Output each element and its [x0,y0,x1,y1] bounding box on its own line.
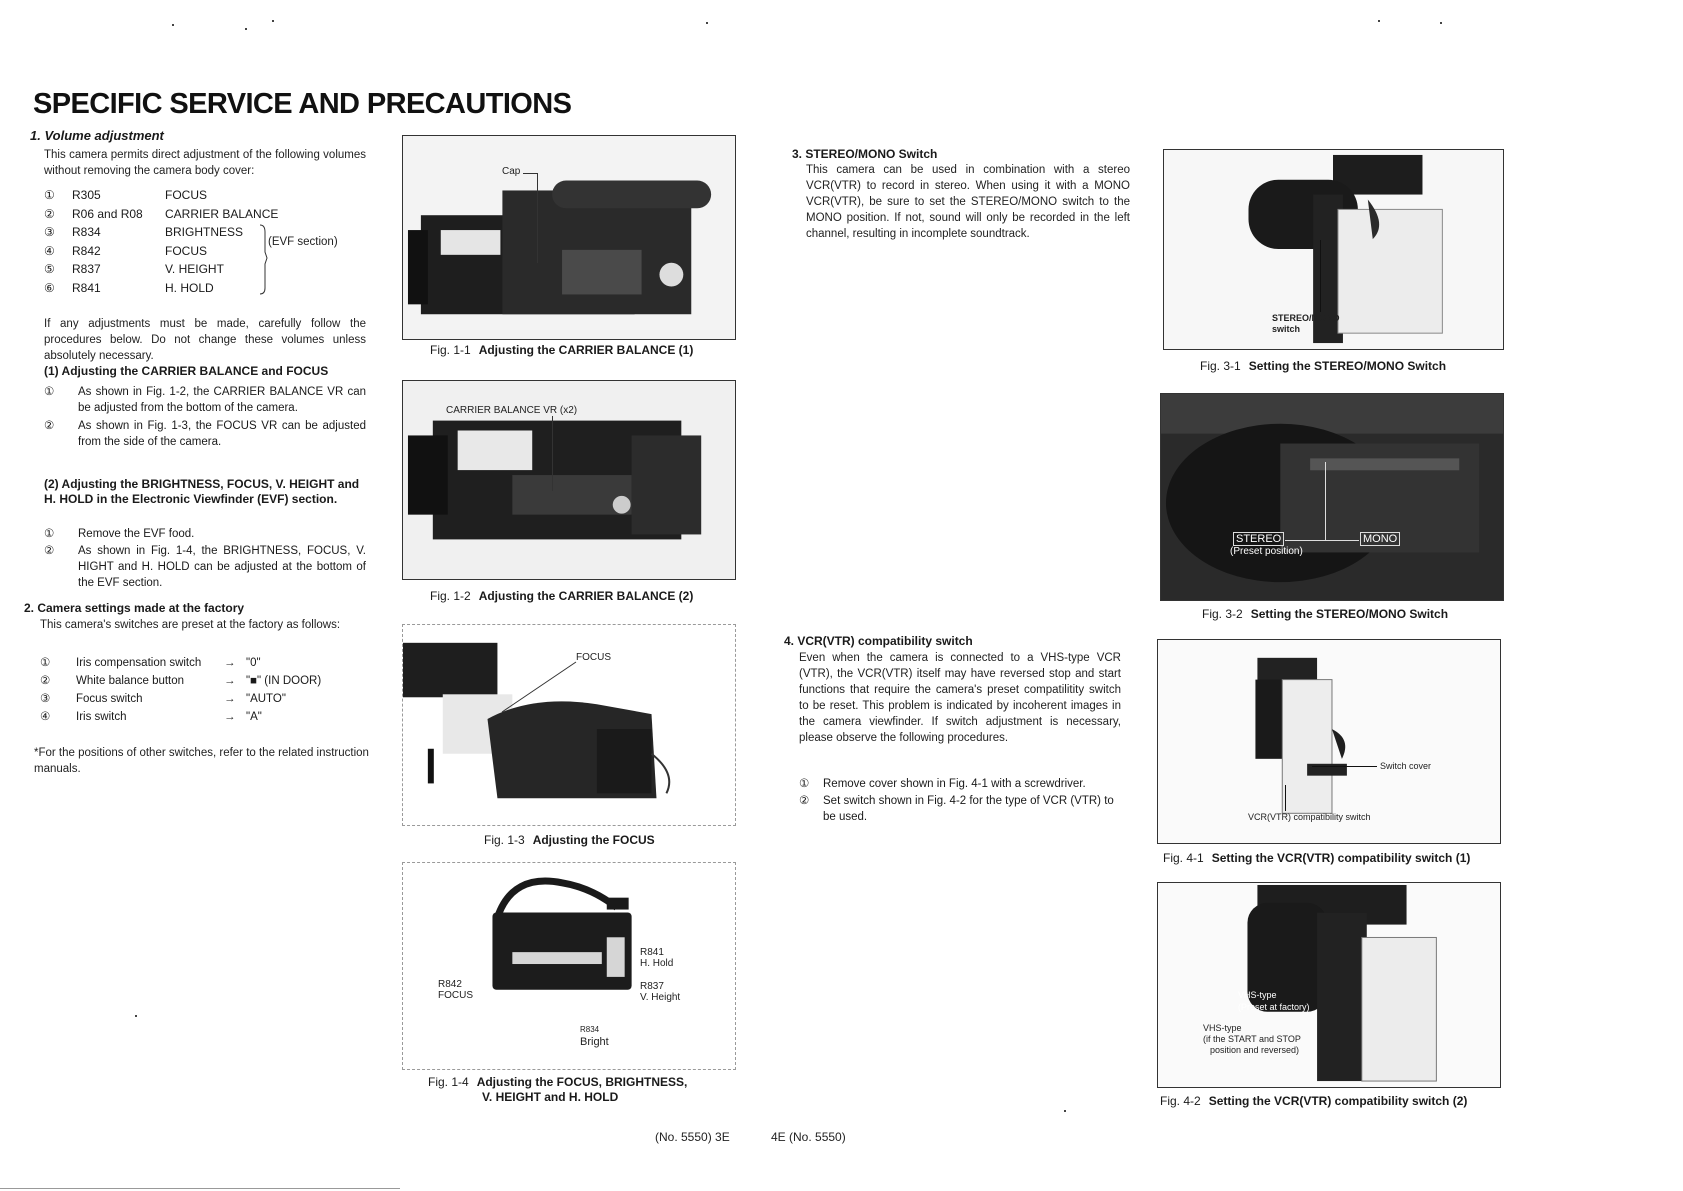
figure-3-1-label-1: STEREO/MONO [1272,313,1340,323]
leader-line [1325,540,1359,541]
evf-bracket [259,224,268,295]
figure-1-1-label-cap: Cap [502,166,521,177]
leader-line [552,416,553,491]
leader-line [1285,540,1325,541]
figure-4-1-label-compat: VCR(VTR) compatibility switch [1248,812,1371,822]
page-number-right: 4E (No. 5550) [771,1130,846,1144]
figure-1-4-r834: R834 [580,1025,600,1034]
figure-1-4-vheight: V. Height [640,992,681,1003]
figure-4-2-photo [1157,882,1501,1088]
leader-line [537,173,538,263]
leader-line [501,661,577,713]
evf-note: (EVF section) [268,236,338,248]
figure-3-1-photo [1163,149,1504,350]
figure-4-2-label-vhs1: VHS-type [1238,990,1277,1000]
section-2-intro: This camera's switches are preset at the… [40,619,341,631]
figure-1-3-label: FOCUS [576,652,611,663]
section-4-heading: 4. VCR(VTR) compatibility switch [784,634,973,648]
leader-line [1312,766,1377,767]
figure-4-1-label-switch-cover: Switch cover [1380,761,1432,771]
bottom-rule [0,1188,400,1189]
figure-3-2-label-mono: MONO [1360,532,1401,546]
figure-1-4-r841: R841 [640,947,664,958]
section-1-heading: 1. Volume adjustment [30,128,164,143]
page-title: SPECIFIC SERVICE AND PRECAUTIONS [33,88,572,120]
sub1-heading: (1) Adjusting the CARRIER BALANCE and FO… [44,364,329,378]
figure-1-2-photo [402,380,736,580]
sub2-heading: (2) Adjusting the BRIGHTNESS, FOCUS, V. … [44,477,360,506]
figure-1-4-hhold: H. Hold [640,958,674,969]
section-3-heading: 3. STEREO/MONO Switch [792,147,938,161]
figure-1-4-caption-l2: V. HEIGHT and H. HOLD [482,1090,619,1104]
section-1-intro: This camera permits direct adjustment of… [44,149,366,177]
figure-4-1-photo [1157,639,1501,844]
section-3-text: This camera can be used in combination w… [806,164,1130,240]
figure-1-1-photo [402,135,736,340]
figure-1-4-r837: R837 [640,981,664,992]
figure-1-4-focus: FOCUS [438,990,473,1001]
section-2-heading: 2. Camera settings made at the factory [24,601,245,615]
leader-line [1285,785,1286,811]
figure-1-4-photo [402,862,736,1070]
figure-1-3-photo [402,624,736,826]
figure-4-2-label-vhs2c: position and reversed) [1210,1045,1300,1055]
figure-1-4-bright: Bright [580,1036,609,1048]
leader-line [1325,462,1326,540]
figure-4-2-label-vhs1b: (Preset at factory) [1238,1002,1310,1012]
settings-note: *For the positions of other switches, re… [34,747,369,775]
page-number-left: (No. 5550) 3E [655,1130,730,1144]
figure-4-2-label-vhs2: VHS-type [1203,1023,1242,1033]
figure-3-2-label-stereo: STEREO [1233,532,1285,546]
caution-text: If any adjustments must be made, careful… [44,318,366,362]
figure-1-2-label: CARRIER BALANCE VR (x2) [446,405,578,416]
figure-3-1-label-2: switch [1272,324,1301,334]
leader-line [523,173,537,174]
figure-4-2-label-vhs2b: (if the START and STOP [1203,1034,1301,1044]
section-4-text: Even when the camera is connected to a V… [799,652,1121,744]
figure-3-2-label-preset: (Preset position) [1230,546,1303,557]
figure-3-2-photo [1160,393,1504,601]
figure-1-4-r842: R842 [438,979,462,990]
leader-line [1320,240,1321,312]
